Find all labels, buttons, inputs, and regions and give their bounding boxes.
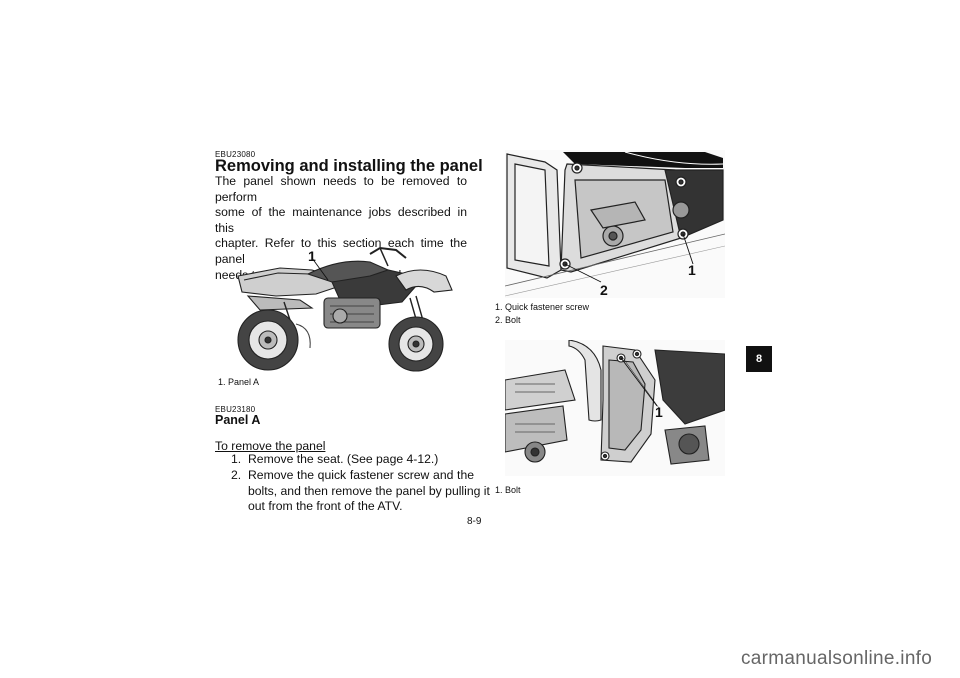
callout-1-panel: 1 xyxy=(308,248,316,264)
intro-line: chapter. Refer to this section each time… xyxy=(215,236,467,266)
step-1: 1. Remove the seat. (See page 4-12.) xyxy=(231,452,474,468)
intro-line: some of the maintenance jobs described i… xyxy=(215,205,467,235)
figure-caption: 1. Quick fastener screw 2. Bolt xyxy=(495,301,589,327)
step-text: out from the front of the ATV. xyxy=(248,499,403,514)
watermark: carmanualsonline.info xyxy=(741,648,933,669)
section-code: EBU23080 xyxy=(215,150,256,159)
panel-fastener-illustration xyxy=(505,150,725,298)
page-number: 8-9 xyxy=(467,516,482,527)
figure-caption: 1. Bolt xyxy=(495,485,521,495)
callout-1-bolt: 1 xyxy=(655,404,663,420)
panel-bolt-illustration xyxy=(505,340,725,476)
callout-2-bolt: 2 xyxy=(600,282,608,298)
subheading: To remove the panel xyxy=(215,439,326,453)
step-text: bolts, and then remove the panel by pull… xyxy=(248,483,490,498)
section-code: EBU23180 xyxy=(215,405,256,414)
step-number: 2. xyxy=(231,468,242,482)
chapter-tab: 8 xyxy=(746,346,772,372)
step-number: 1. xyxy=(231,452,242,466)
figure-caption: 1. Panel A xyxy=(218,377,260,387)
step-text: Remove the seat. (See page 4-12.) xyxy=(248,452,439,466)
step-2: 2. Remove the quick fastener screw and t… xyxy=(231,468,490,516)
step-text: Remove the quick fastener screw and the xyxy=(248,468,474,482)
caption-line: 1. Quick fastener screw xyxy=(495,302,590,312)
atv-illustration xyxy=(237,246,453,372)
intro-line: The panel shown needs to be removed to p… xyxy=(215,174,467,204)
callout-1-fastener: 1 xyxy=(688,262,696,278)
section-title: Panel A xyxy=(215,413,261,427)
page-title: Removing and installing the panel xyxy=(215,157,483,175)
caption-line: 2. Bolt xyxy=(495,315,521,325)
